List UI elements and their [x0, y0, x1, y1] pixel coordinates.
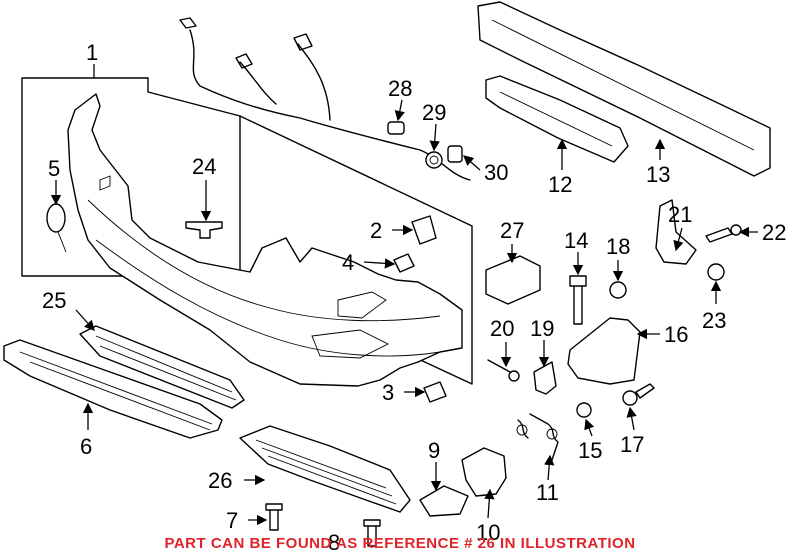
- callout-8: 8: [328, 530, 340, 555]
- fog-grille: [239, 425, 411, 513]
- callout-1: 1: [86, 40, 98, 65]
- callout-19: 19: [530, 316, 554, 341]
- callout-20: 20: [490, 316, 514, 341]
- callout-16: 16: [664, 322, 688, 347]
- callout-11: 11: [536, 480, 559, 505]
- bracket-24: [185, 221, 223, 239]
- wiring-harness: [179, 17, 471, 181]
- callout-30: 30: [484, 160, 508, 185]
- bolt-14: [573, 283, 583, 325]
- rivet-20: [487, 359, 511, 373]
- callout-15: 15: [578, 438, 602, 463]
- clip-15: [576, 402, 592, 418]
- screw-8: [363, 519, 381, 547]
- tow-hook-cover: [46, 203, 66, 233]
- callout-21: 21: [668, 202, 692, 227]
- bracket-21: [655, 199, 697, 265]
- parking-sensor-28: [387, 121, 405, 135]
- reference-note: PART CAN BE FOUND AS REFERENCE # 26 IN I…: [164, 535, 635, 552]
- callout-4: 4: [342, 250, 354, 275]
- bracket-10: [461, 447, 507, 497]
- callout-28: 28: [388, 76, 412, 101]
- bumper-fog-opening: [337, 291, 387, 319]
- sensor-ring-29: [425, 151, 443, 169]
- bolt-17: [635, 383, 655, 399]
- callout-23: 23: [702, 308, 726, 333]
- tow-hook-cover-tab: [57, 231, 67, 253]
- control-module: [485, 255, 541, 305]
- bolt-22-head: [730, 224, 742, 236]
- callout-26: 26: [208, 468, 232, 493]
- bolt-22: [705, 227, 733, 243]
- clip-2: [411, 215, 437, 245]
- bracket-19: [533, 361, 557, 395]
- callout-6: 6: [80, 434, 92, 459]
- spring-11: [516, 413, 559, 461]
- energy-absorber-rib: [499, 91, 613, 147]
- parking-sensor-30: [447, 145, 463, 163]
- bumper-side-marker: [99, 175, 111, 191]
- callout-12: 12: [548, 172, 572, 197]
- bolt-14-head: [569, 275, 587, 287]
- clip-3: [423, 381, 447, 403]
- nut-18: [609, 281, 627, 299]
- bolt-17-head: [622, 390, 638, 406]
- callout-2: 2: [370, 218, 382, 243]
- nut-23: [707, 263, 725, 281]
- cover-9: [419, 485, 469, 517]
- callout-29: 29: [422, 100, 446, 125]
- bumper-cover-lower-edge: [95, 239, 441, 357]
- rivet-20-head: [508, 370, 520, 382]
- bracket-16: [567, 317, 641, 385]
- reinforcement-bar: [477, 1, 771, 177]
- callout-14: 14: [564, 228, 588, 253]
- bumper-lower-opening: [311, 329, 390, 359]
- callout-3: 3: [382, 380, 394, 405]
- bumper-cover: [67, 93, 463, 387]
- callout-22: 22: [762, 220, 786, 245]
- screw-7: [265, 503, 283, 531]
- reinforcement-bar-ridge: [491, 19, 755, 151]
- callout-10: 10: [476, 520, 500, 545]
- callout-25: 25: [42, 288, 66, 313]
- callout-27: 27: [500, 218, 524, 243]
- clip-4: [393, 253, 415, 273]
- callout-17: 17: [620, 432, 644, 457]
- callout-7: 7: [226, 508, 238, 533]
- leader-lines: [50, 64, 758, 526]
- callout-24: 24: [192, 154, 216, 179]
- callout-9: 9: [428, 438, 440, 463]
- fog-grille-slats: [255, 439, 397, 505]
- lower-grille-slats: [95, 335, 237, 401]
- callout-18: 18: [606, 234, 630, 259]
- callout-5: 5: [48, 156, 60, 181]
- lower-valance-ribs: [19, 351, 213, 431]
- callout-13: 13: [646, 162, 670, 187]
- bumper-cover-crease: [87, 199, 441, 322]
